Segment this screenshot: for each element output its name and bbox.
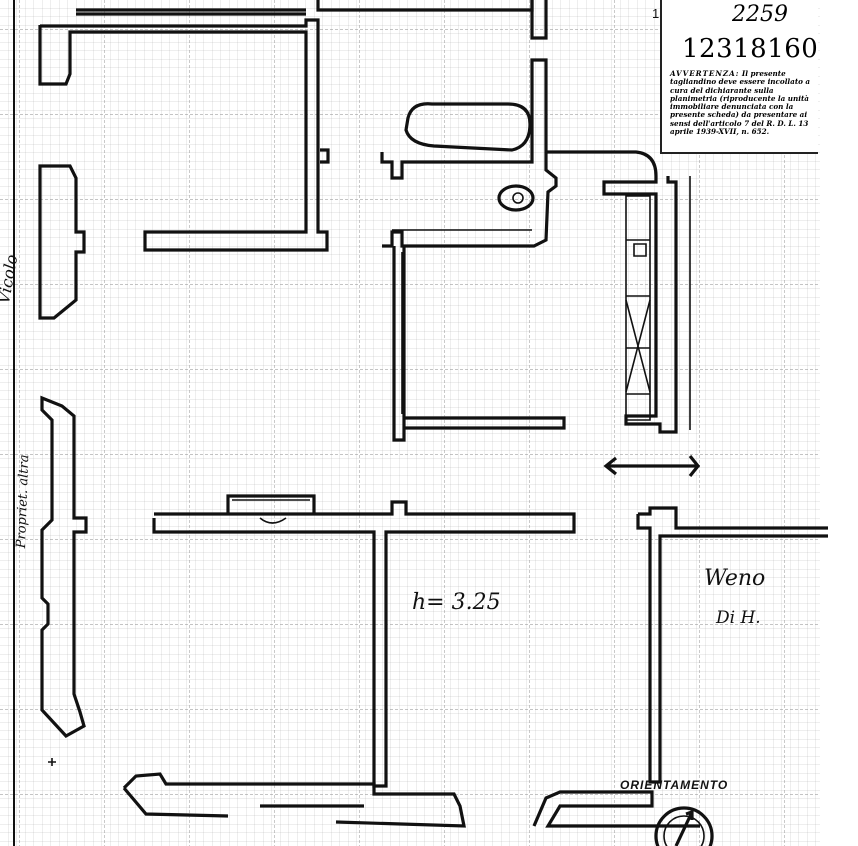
registration-mark xyxy=(48,758,56,766)
wall-right-lower xyxy=(636,506,828,784)
registration-stamp: 2259 12318160 AVVERTENZA: Il presente ta… xyxy=(660,0,818,154)
wall-left-exterior xyxy=(38,164,88,739)
toilet xyxy=(497,184,535,212)
bathtub xyxy=(404,102,532,152)
wall-center-room xyxy=(392,246,566,442)
compass-icon xyxy=(654,806,714,846)
orientation-label: ORIENTAMENTO xyxy=(620,778,729,792)
stamp-serial-number: 12318160 xyxy=(682,34,819,64)
stamp-notice-text: Il presente tagliandino deve essere inco… xyxy=(670,69,811,137)
ceiling-height-note: h= 3.25 xyxy=(412,590,501,615)
stamp-notice: AVVERTENZA: Il presente tagliandino deve… xyxy=(670,69,814,137)
stamp-notice-title: AVVERTENZA: xyxy=(670,69,740,78)
bathroom xyxy=(380,58,558,248)
stamp-handwritten-number: 2259 xyxy=(732,2,788,27)
wall-top-left-room xyxy=(38,8,330,252)
window xyxy=(226,494,316,514)
kitchen xyxy=(546,150,691,434)
wall-top-center xyxy=(316,0,548,40)
neighbor-note-line2: Di H. xyxy=(716,608,761,628)
corner-mark: 1 xyxy=(652,6,660,21)
entrance-arrow xyxy=(603,455,701,477)
wall-bottom xyxy=(122,772,700,828)
neighbor-note-line1: Weno xyxy=(704,566,766,591)
wall-lower-horizontal xyxy=(152,494,576,788)
